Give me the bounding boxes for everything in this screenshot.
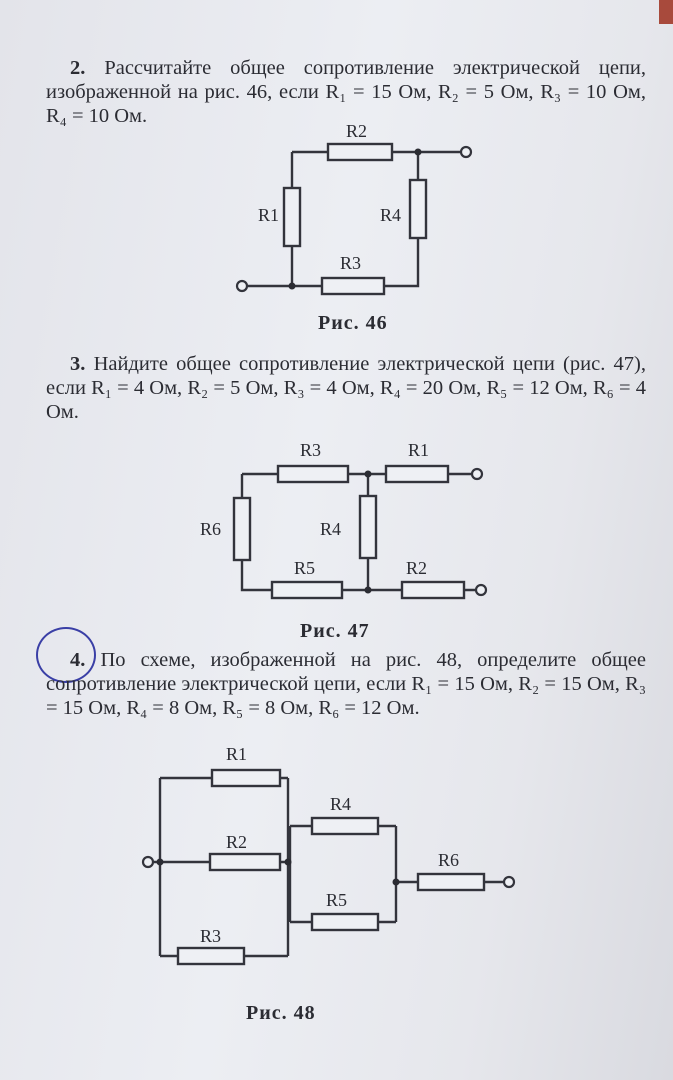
figure-47-circuit: R3 R1 R6 R4 R5 R2: [200, 440, 488, 600]
label-r3: R3: [200, 926, 221, 946]
resistor-r1: [282, 186, 302, 248]
junction-node: [284, 858, 292, 866]
resistor-r6: [416, 872, 486, 892]
problem-2-number: 2.: [70, 57, 86, 79]
label-r5: R5: [294, 558, 315, 578]
terminal: [459, 145, 473, 159]
label-r4: R4: [320, 519, 341, 539]
resistor-r3: [320, 276, 386, 296]
figure-46-caption: Рис. 46: [318, 312, 388, 334]
resistor-r2: [326, 142, 394, 162]
resistor-r3: [176, 946, 246, 966]
label-r2: R2: [406, 558, 427, 578]
label-r4: R4: [380, 205, 401, 225]
problem-2: 2. Рассчитайте общее сопротивление элект…: [46, 56, 646, 128]
problem-2-text: Рассчитайте общее сопротивление электрич…: [46, 57, 647, 127]
label-r2: R2: [226, 832, 247, 852]
figure-47-caption: Рис. 47: [300, 620, 370, 642]
resistor-r2: [208, 852, 282, 872]
junction-node: [392, 878, 400, 886]
resistor-r2: [400, 580, 466, 600]
resistor-r1: [210, 768, 282, 788]
label-r3: R3: [340, 253, 361, 273]
resistor-r4: [310, 816, 380, 836]
label-r4: R4: [330, 794, 351, 814]
problem-4: 4. По схеме, изображенной на рис. 48, оп…: [46, 648, 646, 720]
resistor-r4: [358, 494, 378, 560]
label-r1: R1: [408, 440, 429, 460]
label-r1: R1: [226, 744, 247, 764]
label-r6: R6: [200, 519, 221, 539]
label-r5: R5: [326, 890, 347, 910]
resistor-r4: [408, 178, 428, 240]
terminal: [502, 875, 516, 889]
problem-3: 3. Найдите общее сопротивление электриче…: [46, 352, 646, 424]
figure-46-circuit: R2 R1 R4 R3: [235, 121, 473, 296]
label-r1: R1: [258, 205, 279, 225]
resistor-r5: [270, 580, 344, 600]
label-r6: R6: [438, 850, 459, 870]
label-r2: R2: [346, 121, 367, 141]
resistor-r1: [384, 464, 450, 484]
junction-node: [156, 858, 164, 866]
junction-node: [414, 148, 422, 156]
problem-4-text: По схеме, изображенной на рис. 48, опред…: [46, 649, 646, 719]
figure-48-circuit: R1 R2 R3 R4 R5 R6: [141, 744, 516, 966]
problem-3-number: 3.: [70, 353, 86, 375]
terminal: [470, 467, 484, 481]
junction-node: [364, 586, 372, 594]
junction-node: [364, 470, 372, 478]
label-r3: R3: [300, 440, 321, 460]
terminal: [141, 855, 155, 869]
junction-node: [288, 282, 296, 290]
terminal: [474, 583, 488, 597]
problem-4-number: 4.: [70, 649, 86, 671]
figure-48-caption: Рис. 48: [246, 1002, 316, 1024]
page-edge-shadow: [659, 0, 673, 24]
resistor-r6: [232, 496, 252, 562]
pen-circle-mark: [36, 627, 96, 683]
resistor-r5: [310, 912, 380, 932]
problem-3-text: Найдите общее сопротивление электрическо…: [46, 353, 646, 423]
terminal: [235, 279, 249, 293]
resistor-r3: [276, 464, 350, 484]
